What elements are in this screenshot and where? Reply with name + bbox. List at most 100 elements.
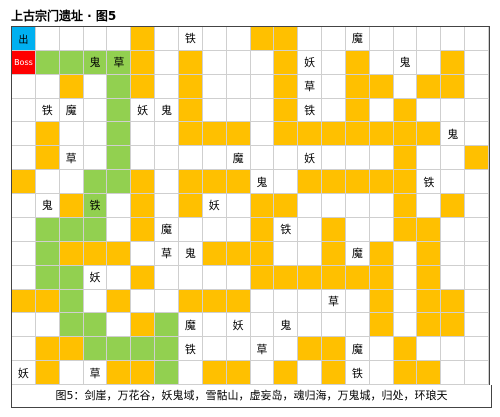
grid-cell <box>202 74 227 99</box>
block-cell <box>274 194 299 218</box>
grid-cell <box>274 337 299 362</box>
path-cell <box>59 289 84 314</box>
grid-cell <box>369 50 394 75</box>
block-cell <box>35 289 60 314</box>
block-cell <box>35 146 60 171</box>
grid-cell: 妖 <box>12 361 36 385</box>
grid-cell <box>12 265 36 290</box>
grid-cell <box>83 122 108 147</box>
grid-cell <box>12 122 36 147</box>
grid-cell <box>250 146 275 171</box>
grid-cell: 鬼 <box>393 50 418 75</box>
grid-cell <box>12 337 36 362</box>
grid-cell <box>441 170 466 195</box>
grid-cell <box>393 27 418 51</box>
block-cell <box>393 170 418 195</box>
grid-cell: 魔 <box>345 337 370 362</box>
grid-cell <box>274 170 299 195</box>
block-cell <box>345 74 370 99</box>
grid-cell: 铁 <box>178 337 203 362</box>
path-cell <box>131 337 156 362</box>
block-cell <box>131 217 156 242</box>
grid-cell <box>202 217 227 242</box>
grid-cell <box>441 265 466 290</box>
block-cell <box>250 27 275 51</box>
block-cell <box>369 265 394 290</box>
block-cell <box>298 265 323 290</box>
block-cell <box>417 241 442 266</box>
grid-cell <box>250 98 275 123</box>
grid-cell: 铁 <box>274 217 299 242</box>
grid-cell <box>298 27 323 51</box>
block-cell <box>250 194 275 218</box>
grid-cell <box>369 361 394 385</box>
block-cell <box>35 337 60 362</box>
grid-cell <box>250 289 275 314</box>
block-cell <box>417 361 442 385</box>
block-cell <box>131 170 156 195</box>
block-cell <box>393 122 418 147</box>
grid-cell: 妖 <box>298 50 323 75</box>
grid-cell <box>441 146 466 171</box>
grid-cell <box>35 27 60 51</box>
grid-cell <box>465 361 489 385</box>
grid-cell <box>226 337 251 362</box>
grid-cell: 草 <box>322 289 346 314</box>
grid-cell: 铁 <box>298 98 323 123</box>
path-cell <box>107 74 132 99</box>
block-cell <box>274 265 299 290</box>
block-cell <box>202 289 227 314</box>
grid-cell: 妖 <box>298 146 323 171</box>
block-cell <box>393 337 418 362</box>
path-cell <box>35 265 60 290</box>
block-cell <box>274 27 299 51</box>
block-cell <box>322 361 346 385</box>
path-cell <box>107 122 132 147</box>
grid-cell: 魔 <box>226 146 251 171</box>
block-cell <box>178 289 203 314</box>
path-cell <box>59 217 84 242</box>
grid-cell <box>250 50 275 75</box>
path-cell: 铁 <box>83 194 108 218</box>
block-cell <box>441 74 466 99</box>
block-cell <box>226 122 251 147</box>
grid-cell <box>83 146 108 171</box>
block-cell <box>441 194 466 218</box>
grid-cell <box>226 217 251 242</box>
grid-cell <box>465 313 489 338</box>
grid-cell <box>178 361 203 385</box>
grid-cell <box>417 50 442 75</box>
grid-cell <box>465 50 489 75</box>
grid-cell <box>369 337 394 362</box>
block-cell <box>131 194 156 218</box>
grid-cell <box>298 313 323 338</box>
grid-cell <box>345 146 370 171</box>
block-cell <box>393 98 418 123</box>
block-cell <box>369 241 394 266</box>
grid-cell <box>12 313 36 338</box>
block-cell <box>59 241 84 266</box>
block-cell <box>417 122 442 147</box>
block-cell <box>250 217 275 242</box>
grid-cell <box>417 337 442 362</box>
block-cell <box>345 265 370 290</box>
grid-cell <box>226 265 251 290</box>
grid-cell <box>369 217 394 242</box>
block-cell <box>393 146 418 171</box>
block-cell <box>322 241 346 266</box>
block-cell <box>35 361 60 385</box>
grid-cell <box>12 74 36 99</box>
block-cell <box>131 361 156 385</box>
grid-cell <box>322 50 346 75</box>
block-cell <box>393 361 418 385</box>
grid-cell: 草 <box>83 361 108 385</box>
grid-cell <box>202 27 227 51</box>
grid-cell <box>12 194 36 218</box>
block-cell <box>274 74 299 99</box>
grid-cell <box>465 27 489 51</box>
grid-cell <box>417 27 442 51</box>
grid-cell: 铁 <box>35 98 60 123</box>
block-cell <box>274 361 299 385</box>
grid-cell: 魔 <box>345 241 370 266</box>
